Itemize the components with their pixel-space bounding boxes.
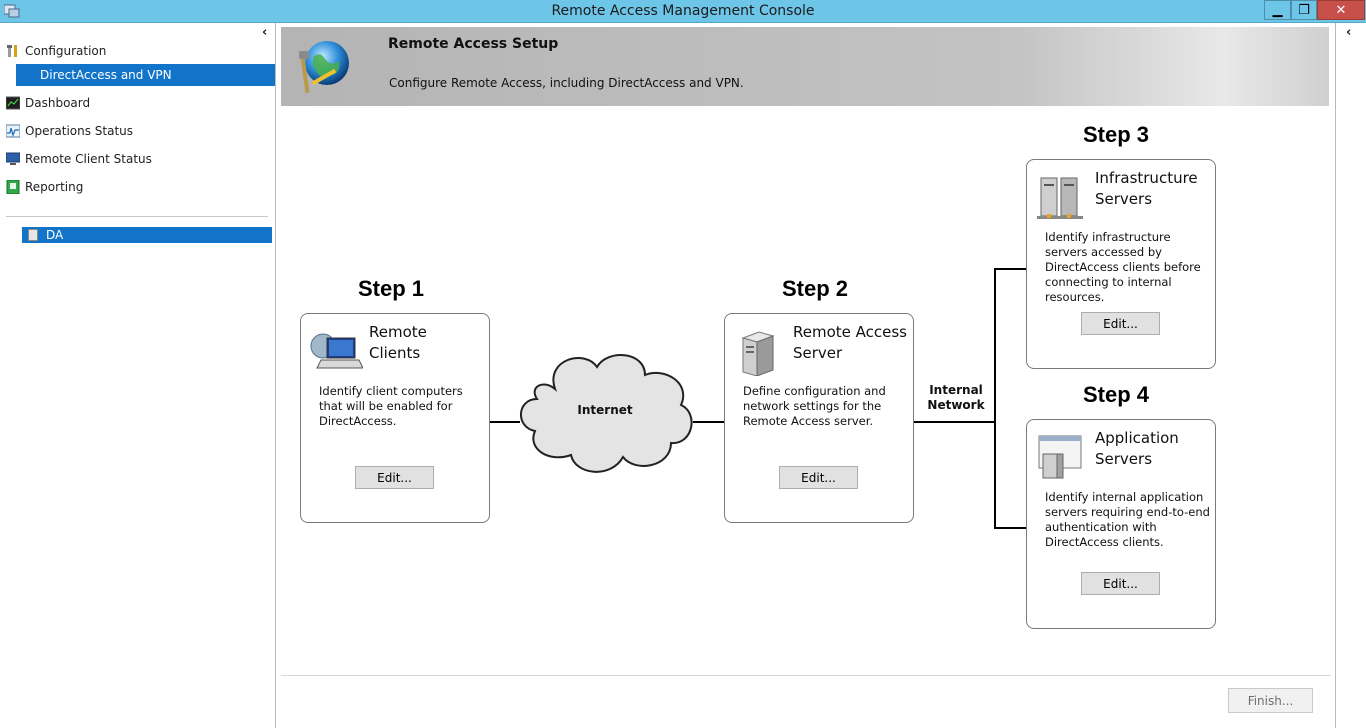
- sidebar-item-label: Remote Client Status: [25, 152, 152, 166]
- application-servers-card: Application Servers Identify internal ap…: [1026, 419, 1216, 629]
- setup-header: Remote Access Setup Configure Remote Acc…: [281, 27, 1329, 106]
- edit-remote-clients-button[interactable]: Edit...: [355, 466, 434, 489]
- connector-line: [994, 268, 1026, 270]
- edit-application-servers-button[interactable]: Edit...: [1081, 572, 1160, 595]
- card-title: Remote Clients: [369, 323, 427, 362]
- monitor-icon: [6, 152, 20, 165]
- internet-label: Internet: [577, 403, 633, 417]
- footer-divider: [281, 675, 1331, 676]
- server-rack-icon: [1037, 177, 1083, 219]
- application-server-icon: [1038, 435, 1082, 479]
- infrastructure-servers-card: Infrastructure Servers Identify infrastr…: [1026, 159, 1216, 369]
- edit-remote-access-server-button[interactable]: Edit...: [779, 466, 858, 489]
- card-title: Application Servers: [1095, 429, 1179, 468]
- card-description: Define configuration and network setting…: [743, 384, 886, 428]
- card-title: Remote Access Server: [793, 323, 907, 362]
- main-panel: Remote Access Setup Configure Remote Acc…: [277, 23, 1335, 728]
- sidebar-item-remote-client-status[interactable]: Remote Client Status: [6, 149, 152, 169]
- tools-icon: [7, 45, 17, 57]
- remote-clients-card: Remote Clients Identify client computers…: [300, 313, 490, 523]
- title-bar: Remote Access Management Console ▁ ❐ ✕: [0, 0, 1366, 23]
- card-description: Identify client computers that will be e…: [319, 384, 463, 428]
- sidebar-item-label: Configuration: [25, 44, 107, 58]
- card-title: Infrastructure Servers: [1095, 169, 1198, 208]
- globe-wrench-icon: [299, 41, 349, 94]
- connector-line: [914, 421, 995, 423]
- close-button[interactable]: ✕: [1317, 0, 1365, 20]
- step-1-label: Step 1: [358, 276, 425, 301]
- restore-button[interactable]: ❐: [1291, 0, 1317, 20]
- app-icon: [4, 4, 20, 18]
- internet-cloud-icon: [520, 354, 693, 473]
- internal-network-label: Internal Network: [927, 383, 985, 412]
- finish-button[interactable]: Finish...: [1228, 688, 1313, 713]
- remote-access-server-card: Remote Access Server Define configuratio…: [724, 313, 914, 523]
- sidebar-item-label: Reporting: [25, 180, 84, 194]
- connector-line: [994, 527, 1026, 529]
- sidebar-item-operations-status[interactable]: Operations Status: [6, 121, 133, 141]
- sidebar-item-directaccess-vpn[interactable]: DirectAccess and VPN: [16, 64, 275, 86]
- card-description: Identify internal application servers re…: [1045, 490, 1210, 549]
- page-subtitle: Configure Remote Access, including Direc…: [389, 76, 744, 90]
- operations-icon: [6, 124, 20, 138]
- report-icon: [6, 180, 20, 194]
- sidebar: ‹ Configuration DirectAccess and VPN Das…: [0, 23, 276, 728]
- server-label: DA: [46, 228, 64, 242]
- connector-line: [994, 268, 996, 529]
- connector-line: [490, 421, 520, 423]
- window-title: Remote Access Management Console: [551, 3, 815, 19]
- connector-line: [693, 421, 724, 423]
- sidebar-divider: [6, 216, 268, 217]
- laptop-icon: [310, 333, 363, 369]
- edit-infrastructure-servers-button[interactable]: Edit...: [1081, 312, 1160, 335]
- minimize-button[interactable]: ▁: [1264, 0, 1291, 20]
- collapse-tasks-button[interactable]: ‹: [1346, 25, 1352, 40]
- sidebar-item-label: Operations Status: [25, 124, 134, 138]
- step-3-label: Step 3: [1083, 122, 1150, 147]
- page-title: Remote Access Setup: [388, 36, 559, 52]
- sidebar-item-dashboard[interactable]: Dashboard: [6, 93, 90, 113]
- step-4-label: Step 4: [1083, 382, 1150, 407]
- step-2-label: Step 2: [782, 276, 849, 301]
- server-icon: [28, 229, 38, 241]
- sidebar-item-label: Dashboard: [25, 96, 91, 110]
- server-tower-icon: [741, 331, 775, 376]
- card-description: Identify infrastructure servers accessed…: [1045, 230, 1201, 304]
- collapse-sidebar-button[interactable]: ‹: [262, 25, 268, 40]
- tasks-pane: ‹: [1335, 23, 1366, 728]
- dashboard-icon: [6, 96, 20, 110]
- server-item-da[interactable]: DA: [22, 227, 272, 243]
- sidebar-item-reporting[interactable]: Reporting: [6, 177, 83, 197]
- sidebar-item-configuration[interactable]: Configuration: [6, 41, 106, 61]
